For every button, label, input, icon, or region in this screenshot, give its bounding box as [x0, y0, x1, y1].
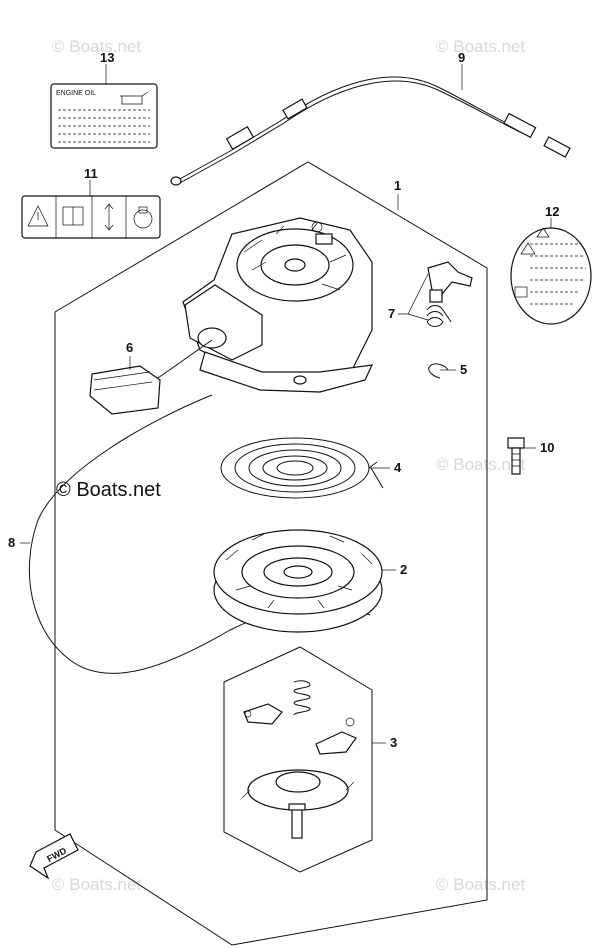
starter-reel-part [213, 529, 383, 633]
warning-triangle-icon [27, 205, 49, 227]
callout-13: 13 [100, 50, 114, 65]
watermark-bottom-left: © Boats.net [52, 875, 141, 894]
starter-housing-part [182, 217, 374, 393]
engine-oil-label-part: ENGINE OIL [50, 83, 158, 149]
subassembly-frame [223, 646, 373, 873]
callout-9: 9 [458, 50, 465, 65]
bolt-part [507, 437, 525, 475]
callout-6: 6 [126, 340, 133, 355]
callout-10: 10 [540, 440, 554, 455]
callout-1: 1 [394, 178, 401, 193]
callout-3: 3 [390, 735, 397, 750]
ratchet-set-part [241, 680, 357, 839]
callout-7: 7 [388, 306, 395, 321]
fwd-arrow-icon: FWD [29, 833, 79, 880]
watermark-mid-right: © Boats.net [436, 455, 525, 474]
callout-12: 12 [545, 204, 559, 219]
assembly-frame [54, 161, 488, 946]
recoil-spring-part [220, 437, 384, 499]
watermarks: © Boats.net © Boats.net © Boats.net © Bo… [52, 37, 525, 894]
warning-triangle-small-icon [536, 227, 550, 238]
watermark-top-right: © Boats.net [436, 37, 525, 56]
round-label-part [510, 227, 592, 325]
watermark-main: © Boats.net [56, 479, 161, 501]
warning-label-part [21, 195, 161, 239]
callout-8: 8 [8, 535, 15, 550]
leader-lines [20, 64, 552, 744]
callouts: 13 11 12 9 1 7 5 6 10 4 2 3 8 [8, 50, 559, 750]
start-cable-part [170, 76, 571, 186]
callout-2: 2 [400, 562, 407, 577]
engine-oil-label-text: ENGINE OIL [56, 90, 96, 97]
lock-lever-part [426, 261, 473, 327]
up-down-arrow-icon [104, 203, 114, 231]
manual-book-small-icon [514, 286, 528, 298]
watermark-top-left: © Boats.net [52, 37, 141, 56]
starter-handle-part [89, 339, 213, 415]
snap-ring-part [428, 363, 449, 379]
callout-4: 4 [394, 460, 402, 475]
callout-5: 5 [460, 362, 467, 377]
watermark-bottom-right: © Boats.net [436, 875, 525, 894]
knob-icon [133, 209, 153, 229]
callout-11: 11 [84, 166, 98, 181]
